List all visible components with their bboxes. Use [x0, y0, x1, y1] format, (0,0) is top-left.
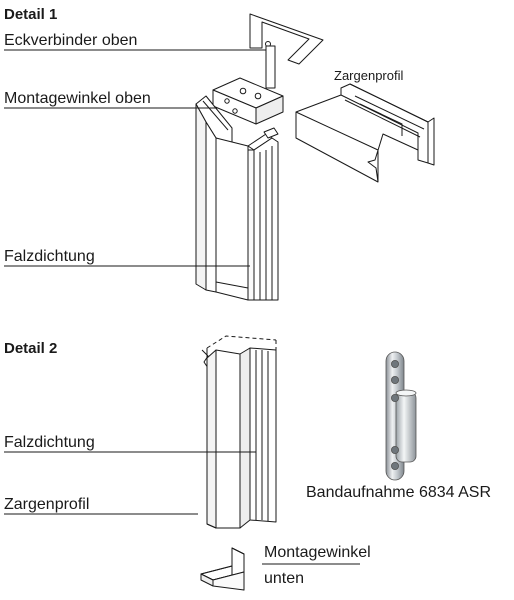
eckverbinder-oben-part	[249, 13, 324, 89]
montagewinkel-unten-part	[200, 547, 245, 591]
leader-lines-detail1	[4, 49, 266, 267]
montagewinkel-unten-label-line2: unten	[264, 570, 305, 587]
zarge-detail1	[195, 95, 279, 301]
leader-lines-detail2	[4, 451, 360, 565]
falzdichtung-label-detail2: Falzdichtung	[4, 434, 95, 451]
zarge-detail2	[201, 335, 277, 529]
zargenprofil-profile-detail1	[295, 83, 435, 183]
zargenprofil-label-detail1: Zargenprofil	[334, 68, 404, 83]
detail2-heading: Detail 2	[4, 340, 58, 357]
eckverbinder-label: Eckverbinder oben	[4, 32, 138, 49]
zargenprofil-label-detail2: Zargenprofil	[4, 496, 90, 513]
detail1-heading: Detail 1	[4, 6, 58, 23]
falzdichtung-label-detail1: Falzdichtung	[4, 248, 95, 265]
bandaufnahme-part	[385, 351, 417, 481]
bandaufnahme-label: Bandaufnahme 6834 ASR	[306, 484, 492, 501]
montagewinkel-unten-label-line1: Montagewinkel	[264, 544, 371, 561]
montagewinkel-oben-part	[212, 77, 284, 125]
montagewinkel-oben-label: Montagewinkel oben	[4, 90, 151, 107]
